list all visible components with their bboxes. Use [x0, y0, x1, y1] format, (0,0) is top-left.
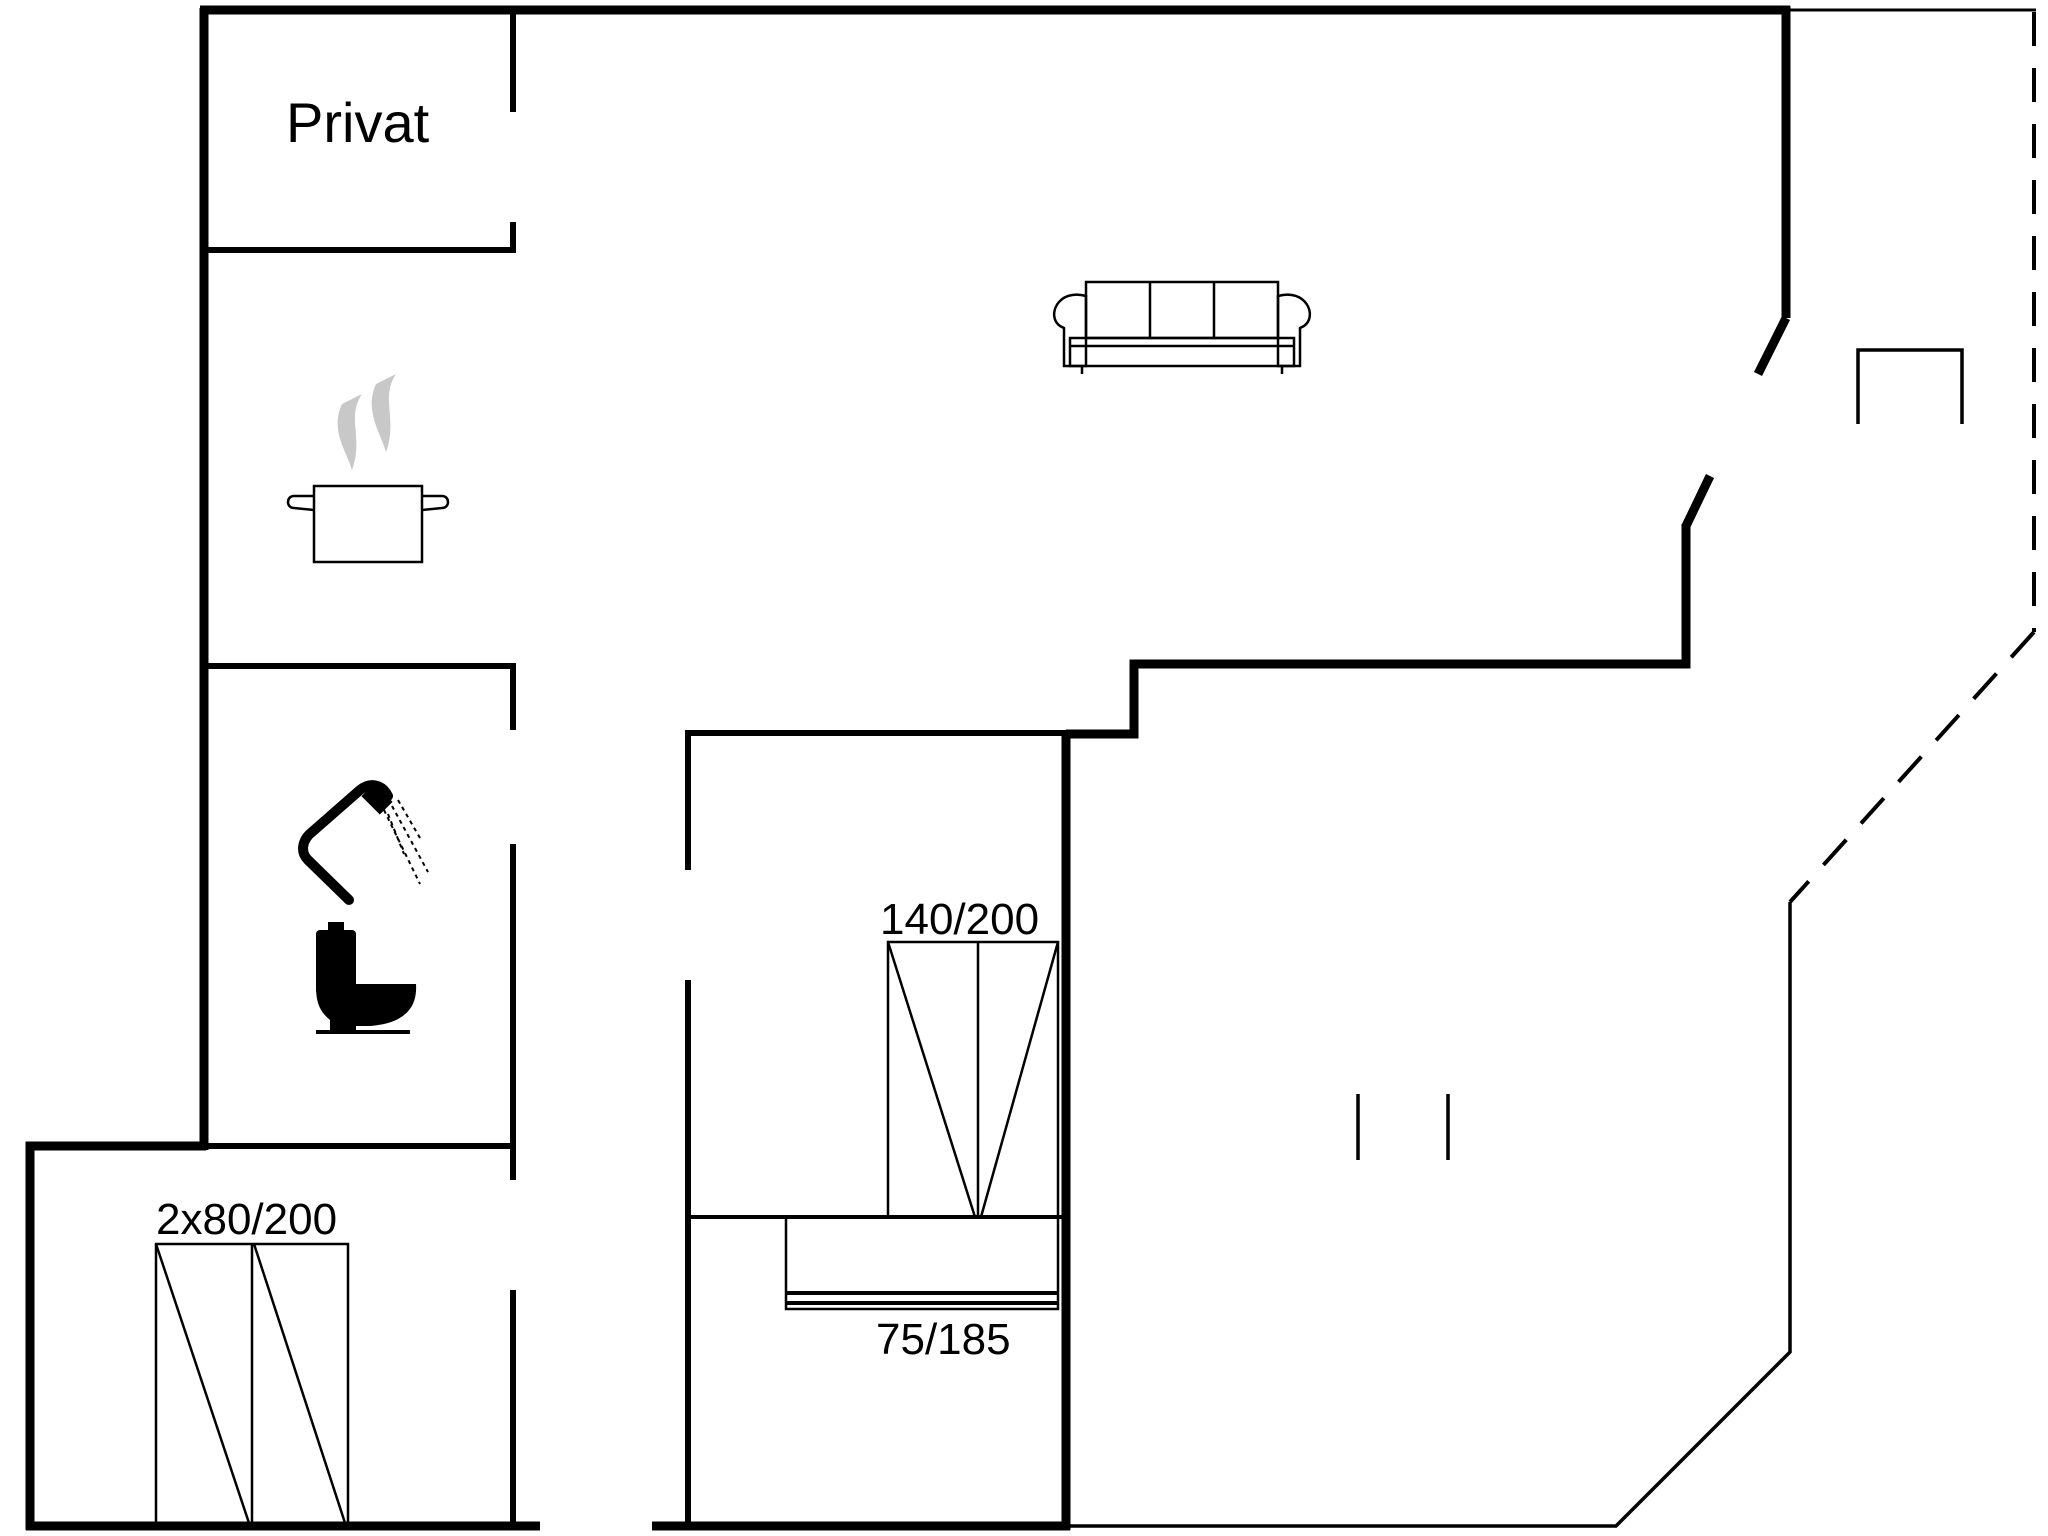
privat-room-label: Privat [286, 91, 430, 154]
double-bed-label: 140/200 [880, 895, 1039, 944]
twin-beds [154, 1242, 350, 1528]
interior-walls-center [685, 730, 1066, 1528]
twin-beds-label: 2x80/200 [156, 1195, 337, 1244]
shower-icon [298, 780, 429, 905]
sofa-icon [1053, 280, 1311, 374]
cooking-pot-icon [286, 374, 450, 564]
double-bed [886, 940, 1060, 1219]
interior-walls-left [204, 12, 516, 1528]
toilet-icon [316, 922, 417, 1034]
walls [25, 5, 1791, 1531]
single-bed-label: 75/185 [876, 1315, 1011, 1364]
terrace-outline [1066, 8, 2036, 1528]
single-bed [784, 1215, 1060, 1311]
